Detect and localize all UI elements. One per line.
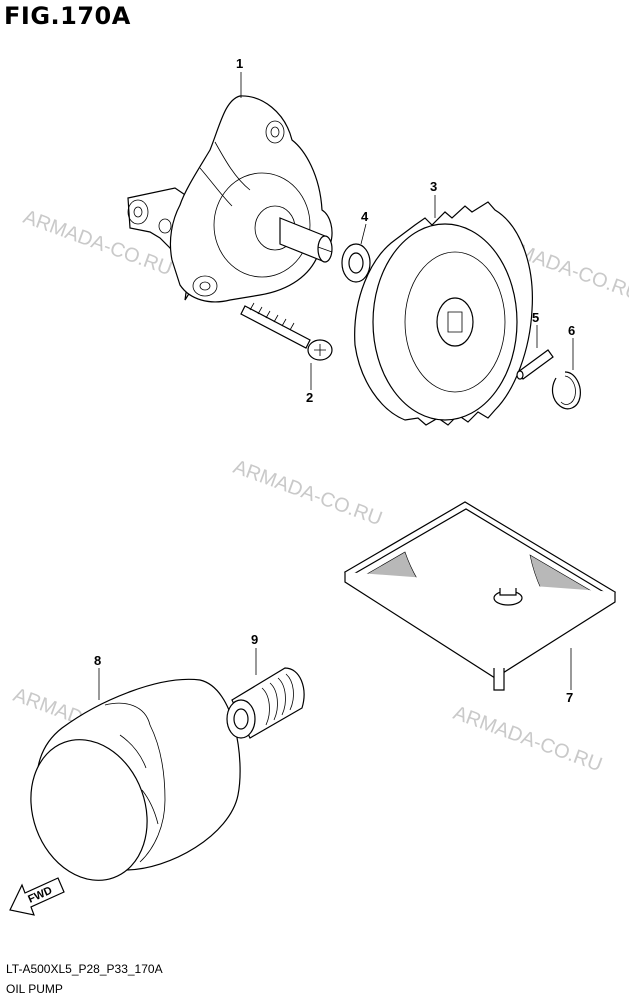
diagram-name: OIL PUMP [6,982,63,996]
callout-number: 4 [361,209,369,224]
leader-lines [98,72,574,700]
oil-pump-gear [354,201,533,426]
oil-strainer [343,501,617,691]
figure-title: FIG.170A [4,2,131,30]
washer [341,243,371,283]
callout-number: 2 [306,390,313,405]
circlip [551,371,581,410]
watermark: ARMADA-CO.RU [230,456,385,530]
oil-filter [30,678,241,881]
callout-number: 6 [568,323,575,338]
pin [516,349,554,380]
callout-number: 1 [236,56,243,71]
callout-number: 5 [532,310,539,325]
watermark: ARMADA-CO.RU [450,702,605,776]
bolt [240,302,333,361]
oil-pump-body [127,95,333,303]
diagram-code: LT-A500XL5_P28_P33_170A [6,962,163,976]
callout-number: 8 [94,653,101,668]
callout-number: 9 [251,632,258,647]
union-bolt [226,667,305,739]
callout-number: 3 [430,179,437,194]
fwd-arrow-icon: FWD [9,877,65,916]
callout-number: 7 [566,690,573,705]
